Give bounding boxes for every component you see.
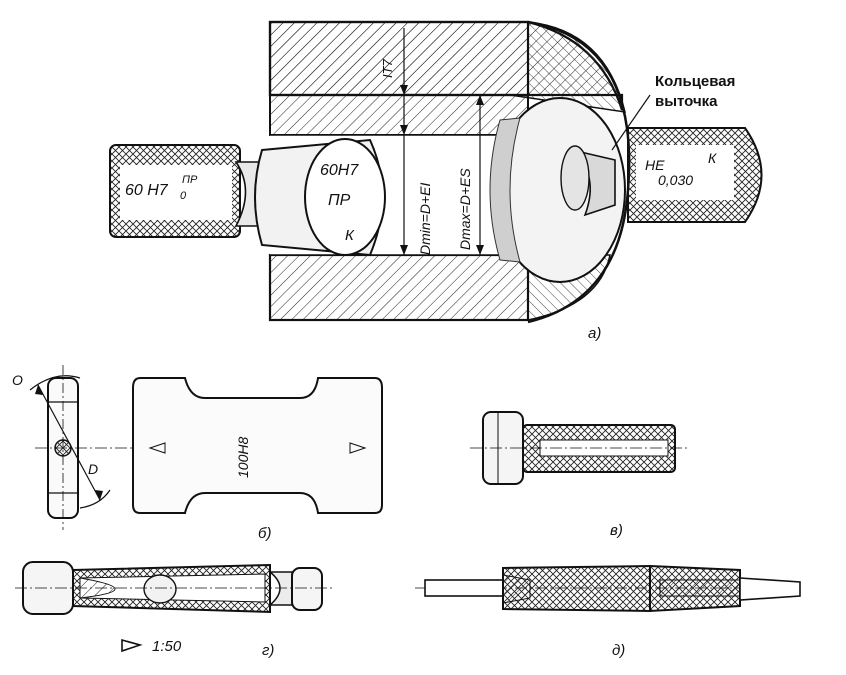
left-handle-sub: 0 <box>180 190 187 202</box>
right-handle-line-3: К <box>708 150 717 166</box>
left-handle-sup: ПР <box>182 174 198 186</box>
plate-label: 100H8 <box>235 437 251 478</box>
caption-v: в) <box>610 522 623 539</box>
part-b-plate-gauge <box>29 365 383 530</box>
dim-max-label: Dmax=D+ES <box>457 168 473 250</box>
part-v-pin-gauge <box>470 411 690 485</box>
part-a-ring-gauge <box>109 20 763 324</box>
left-handle-text: 60 H7 <box>125 182 169 199</box>
go-plug-line-3: К <box>345 227 355 244</box>
dim-o-label: O <box>12 372 23 388</box>
part-d-taper-gauge <box>415 564 801 613</box>
go-plug-line-2: ПР <box>328 192 351 209</box>
dim-min-label: Dmin=D+EI <box>417 183 433 255</box>
ring-groove-label-2: выточка <box>655 93 718 110</box>
tolerance-label: IT7 <box>380 58 395 78</box>
ring-groove-label-1: Кольцевая <box>655 73 735 90</box>
taper-label: 1:50 <box>152 638 182 655</box>
right-handle-line-1: НЕ <box>645 157 665 173</box>
caption-d: д) <box>612 642 625 659</box>
part-g-taper-plug <box>15 561 332 653</box>
caption-g: г) <box>262 642 274 659</box>
caption-b: б) <box>258 525 271 542</box>
caption-a: а) <box>588 325 601 342</box>
right-handle-line-2: 0,030 <box>658 172 693 188</box>
dim-d-label: D <box>88 461 98 477</box>
go-plug-line-1: 60H7 <box>320 162 359 179</box>
